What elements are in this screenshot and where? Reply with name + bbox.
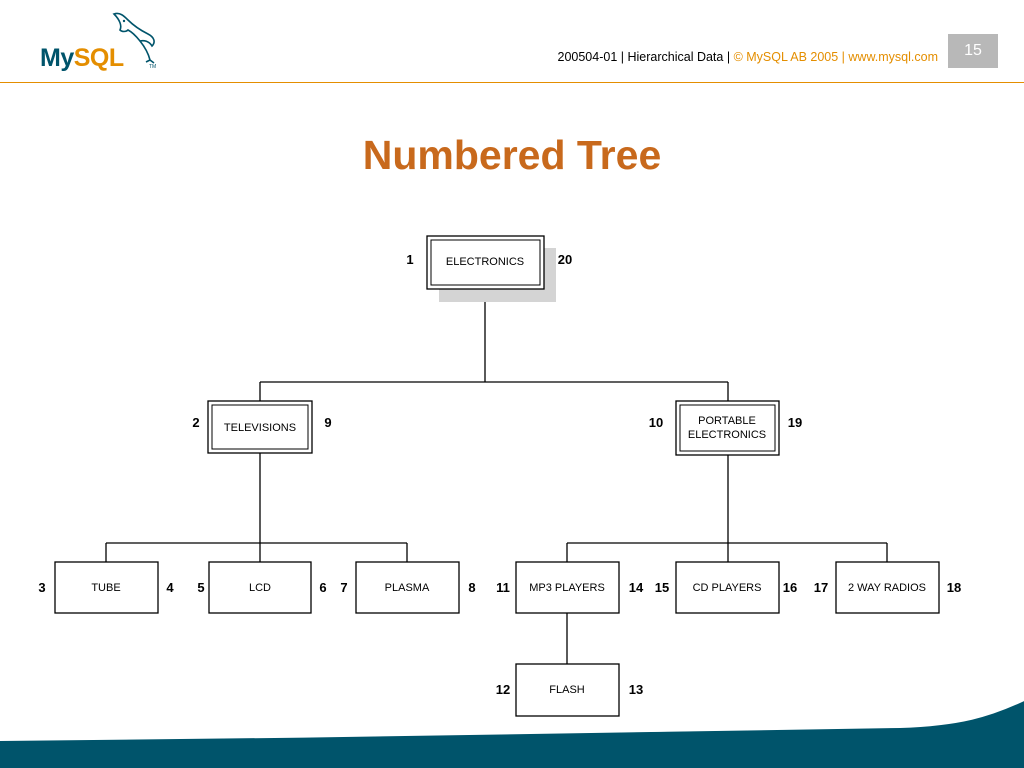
logo-trademark: TM <box>149 64 157 70</box>
node-label: TELEVISIONS <box>224 422 296 434</box>
topic: Hierarchical Data <box>627 50 724 64</box>
header-divider <box>0 82 1024 83</box>
separator: | <box>723 50 734 64</box>
left-number: 11 <box>496 580 510 595</box>
node-lcd: LCD <box>208 561 312 614</box>
doc-id: 200504-01 <box>557 50 618 64</box>
left-number: 5 <box>197 580 204 595</box>
node-label-line1: PORTABLE <box>698 415 756 427</box>
right-number: 8 <box>468 580 475 595</box>
copyright: © MySQL AB 2005 <box>733 50 839 64</box>
node-electronics: ELECTRONICS <box>426 235 556 302</box>
slide-title: Numbered Tree <box>362 132 662 178</box>
right-number: 4 <box>166 580 174 595</box>
left-number: 7 <box>340 580 347 595</box>
left-number: 15 <box>655 580 669 595</box>
left-number: 10 <box>649 415 663 430</box>
right-number: 18 <box>947 580 961 595</box>
node-label: CD PLAYERS <box>693 582 762 594</box>
node-label: 2 WAY RADIOS <box>848 582 926 594</box>
left-number: 1 <box>406 252 413 267</box>
node-label: PLASMA <box>385 582 430 594</box>
node-label: LCD <box>249 582 271 594</box>
right-number: 13 <box>629 682 643 697</box>
right-number: 19 <box>788 415 802 430</box>
node-televisions: TELEVISIONS <box>207 400 313 454</box>
right-number: 6 <box>319 580 326 595</box>
right-number: 20 <box>558 252 572 267</box>
separator: | <box>617 50 628 64</box>
node-cd-players: CD PLAYERS <box>675 561 780 614</box>
left-number: 2 <box>192 415 199 430</box>
right-number: 9 <box>324 415 331 430</box>
node-label: FLASH <box>549 684 585 696</box>
node-plasma: PLASMA <box>355 561 460 614</box>
right-number: 14 <box>629 580 644 595</box>
left-number: 17 <box>814 580 828 595</box>
logo-wordmark: MySQL <box>40 44 124 72</box>
node-flash: FLASH <box>515 663 620 717</box>
page-number: 15 <box>948 34 998 68</box>
node-mp3-players: MP3 PLAYERS <box>515 561 620 614</box>
footer-band <box>0 699 1024 768</box>
node-portable-electronics: PORTABLE ELECTRONICS <box>675 400 780 456</box>
separator: | <box>838 50 849 64</box>
node-label: ELECTRONICS <box>446 256 524 268</box>
node-label: TUBE <box>91 582 120 594</box>
node-label: MP3 PLAYERS <box>529 582 605 594</box>
left-number: 3 <box>38 580 45 595</box>
right-number: 16 <box>783 580 797 595</box>
website-link[interactable]: www.mysql.com <box>848 50 938 64</box>
header-info: 200504-01 | Hierarchical Data | © MySQL … <box>558 50 939 64</box>
node-tube: TUBE <box>54 561 159 614</box>
node-label-line2: ELECTRONICS <box>688 429 766 441</box>
node-2-way-radios: 2 WAY RADIOS <box>835 561 940 614</box>
mysql-dolphin-logo <box>112 12 155 64</box>
left-number: 12 <box>496 682 510 697</box>
